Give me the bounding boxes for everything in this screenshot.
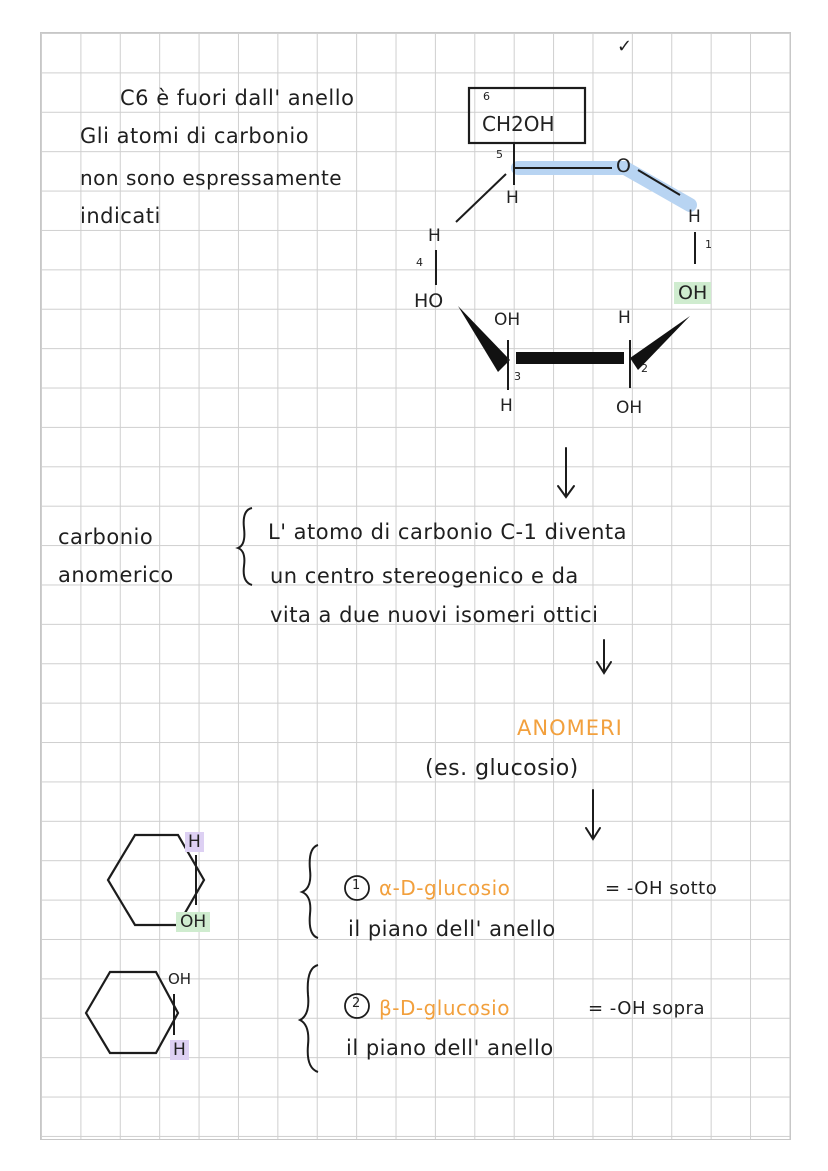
c4-ho: HO	[414, 290, 444, 312]
down-arrow-1	[557, 447, 575, 499]
brace-alpha	[299, 844, 319, 939]
c2-c1-wedge	[630, 316, 690, 370]
c6-box	[467, 86, 587, 145]
alpha-number: 1	[352, 878, 361, 893]
intro-line-1: C6 è fuori dall' anello	[120, 86, 355, 110]
beta-bottom-h: H	[170, 1040, 189, 1060]
alpha-name: α-D-glucosio	[379, 876, 511, 900]
anomeric-def-line-1: L' atomo di carbonio C-1 diventa	[268, 520, 628, 544]
anomeric-def-line-3: vita a due nuovi isomeri ottici	[270, 603, 599, 627]
beta-number: 2	[352, 996, 361, 1011]
beta-rule: = -OH sopra	[588, 998, 705, 1019]
c4-number: 4	[416, 256, 423, 269]
number-circle-2	[344, 993, 370, 1019]
down-arrow-3	[585, 789, 601, 841]
intro-line-3: non sono espressamente	[80, 166, 343, 190]
anomers-example: (es. glucosio)	[425, 756, 579, 781]
beta-ring	[84, 970, 180, 1055]
c6-number: 6	[483, 90, 490, 103]
c4-h: H	[428, 226, 441, 246]
c1-oh: OH	[674, 282, 712, 304]
alpha-ring	[106, 833, 206, 927]
beta-name: β-D-glucosio	[379, 996, 510, 1020]
c2-oh: OH	[616, 398, 643, 418]
alpha-bottom-oh: OH	[176, 912, 211, 932]
c1-number: 1	[705, 238, 712, 251]
c3-number: 3	[514, 370, 521, 383]
ring-oxygen: O	[616, 155, 631, 177]
c5-number: 5	[496, 148, 503, 161]
o-c1-bond	[637, 169, 681, 196]
intro-line-4: indicati	[80, 204, 161, 228]
anomeric-term-line-2: anomerico	[58, 563, 174, 587]
c4-c3-wedge	[458, 306, 510, 372]
check-mark: ✓	[617, 36, 633, 57]
alpha-top-h: H	[185, 832, 204, 852]
number-circle-1	[344, 875, 370, 901]
c5-h: H	[506, 188, 519, 208]
c2-h: H	[618, 308, 631, 328]
alpha-rule-line-2: il piano dell' anello	[348, 917, 556, 941]
beta-rule-line-2: il piano dell' anello	[346, 1036, 554, 1060]
down-arrow-2	[596, 639, 612, 675]
c3-c2-bond	[516, 352, 624, 364]
intro-line-2: Gli atomi di carbonio	[80, 124, 310, 148]
c3-oh: OH	[494, 310, 521, 330]
brace-anomeric	[235, 507, 253, 586]
c4-c5-bond	[455, 173, 507, 223]
alpha-rule: = -OH sotto	[605, 878, 718, 899]
c2-number: 2	[641, 362, 648, 375]
anomeric-term-line-1: carbonio	[58, 525, 154, 549]
beta-top-oh: OH	[168, 970, 192, 988]
brace-beta	[297, 964, 319, 1073]
c3-h: H	[500, 396, 513, 416]
c6-group: CH2OH	[482, 112, 555, 136]
c1-h: H	[688, 207, 701, 227]
anomers-title: ANOMERI	[517, 716, 623, 740]
anomeric-def-line-2: un centro stereogenico e da	[270, 564, 579, 588]
grid-paper	[40, 32, 791, 1140]
